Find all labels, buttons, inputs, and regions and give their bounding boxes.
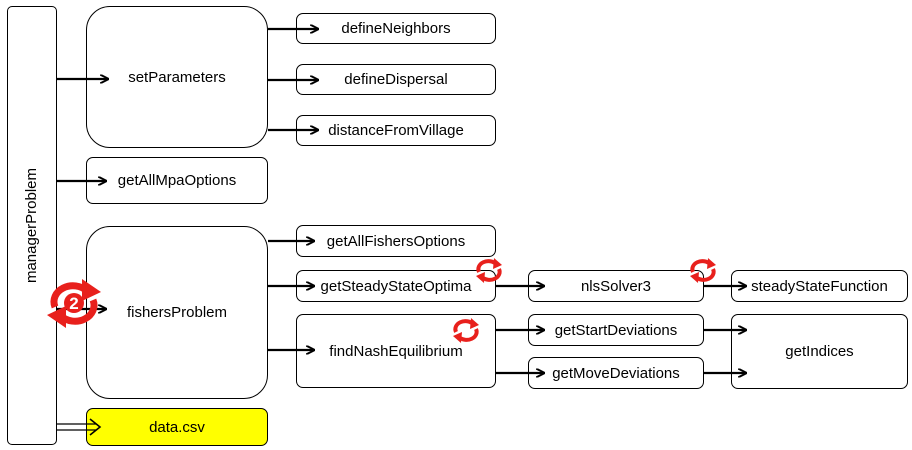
loop-count-badge: 2 [69, 294, 78, 313]
loop-arrows-icon [476, 258, 502, 283]
arrow-manager-datacsv [57, 418, 102, 436]
find-nash-equilibrium-label: findNashEquilibrium [329, 342, 463, 360]
set-parameters-node: setParameters [86, 6, 268, 148]
distance-from-village-node: distanceFromVillage [296, 115, 496, 146]
loop-arrows-icon: 2 [47, 279, 101, 328]
set-parameters-label: setParameters [128, 68, 226, 86]
steady-state-function-node: steadyStateFunction [731, 270, 908, 302]
get-all-fishers-options-node: getAllFishersOptions [296, 225, 496, 257]
loop-arrows-icon [453, 318, 479, 343]
get-indices-node: getIndices [731, 314, 908, 389]
nls-solver3-label: nlsSolver3 [580, 277, 652, 295]
get-steady-state-optima-label: getSteadyStateOptima [320, 277, 472, 295]
steady-state-function-label: steadyStateFunction [751, 277, 888, 295]
fishers-problem-node: fishersProblem [86, 226, 268, 399]
data-csv-label: data.csv [149, 418, 205, 436]
get-all-mpa-options-label: getAllMpaOptions [117, 172, 237, 189]
get-all-mpa-options-node: getAllMpaOptions [86, 157, 268, 204]
data-csv-node: data.csv [86, 408, 268, 446]
manager-problem-node: managerProblem [7, 6, 57, 445]
find-nash-equilibrium-node: findNashEquilibrium [296, 314, 496, 388]
define-dispersal-node: defineDispersal [296, 64, 496, 95]
nls-solver3-node: nlsSolver3 [528, 270, 704, 302]
fishers-problem-label: fishersProblem [126, 304, 228, 321]
distance-from-village-label: distanceFromVillage [328, 122, 464, 139]
loop-arrows-icon [690, 258, 716, 283]
get-start-deviations-label: getStartDeviations [554, 321, 678, 339]
define-neighbors-label: defineNeighbors [341, 20, 451, 37]
define-dispersal-label: defineDispersal [344, 71, 448, 88]
get-move-deviations-node: getMoveDeviations [528, 357, 704, 389]
get-indices-label: getIndices [785, 343, 854, 360]
define-neighbors-node: defineNeighbors [296, 13, 496, 44]
get-all-fishers-options-label: getAllFishersOptions [326, 232, 466, 250]
get-move-deviations-label: getMoveDeviations [552, 364, 680, 382]
